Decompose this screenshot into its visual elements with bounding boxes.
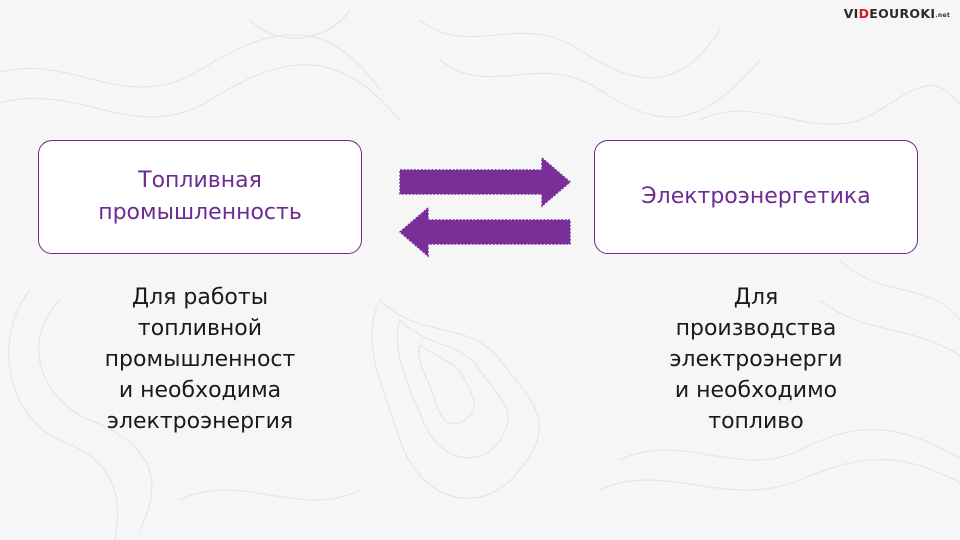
logo-text-start: VI xyxy=(843,6,859,21)
arrow-left-icon xyxy=(398,206,571,258)
videouroki-logo: VIDEOUROKI.net xyxy=(844,6,950,21)
fuel-industry-node: Топливная промышленность xyxy=(38,140,362,254)
arrow-right-icon xyxy=(399,156,572,208)
power-desc-line-2: производства xyxy=(675,316,837,341)
fuel-desc-line-5: электроэнергия xyxy=(106,409,294,434)
fuel-desc-line-2: топливной xyxy=(137,316,263,341)
electric-power-description: Для производства электроэнерги и необход… xyxy=(606,282,906,437)
power-desc-line-4: и необходимо xyxy=(674,378,838,403)
electric-power-node: Электроэнергетика xyxy=(594,140,918,254)
logo-text-suffix: .net xyxy=(935,12,950,19)
logo-text-end: EOUROKI xyxy=(869,6,936,21)
bidirectional-arrows xyxy=(398,156,572,258)
power-desc-line-5: топливо xyxy=(708,409,804,434)
power-desc-line-3: электроэнерги xyxy=(669,347,843,372)
fuel-industry-line-1: Топливная xyxy=(138,168,262,193)
fuel-desc-line-1: Для работы xyxy=(131,285,269,310)
electric-power-line-1: Электроэнергетика xyxy=(641,184,871,209)
power-desc-line-1: Для xyxy=(733,285,779,310)
fuel-industry-line-2: промышленность xyxy=(98,200,302,225)
fuel-industry-description: Для работы топливной промышленност и нео… xyxy=(50,282,350,437)
fuel-desc-line-4: и необходима xyxy=(118,378,282,403)
electric-power-label: Электроэнергетика xyxy=(641,181,870,213)
logo-text-accent: D xyxy=(858,6,870,21)
fuel-desc-line-3: промышленност xyxy=(104,347,296,372)
fuel-industry-label: Топливная промышленность xyxy=(98,165,302,229)
